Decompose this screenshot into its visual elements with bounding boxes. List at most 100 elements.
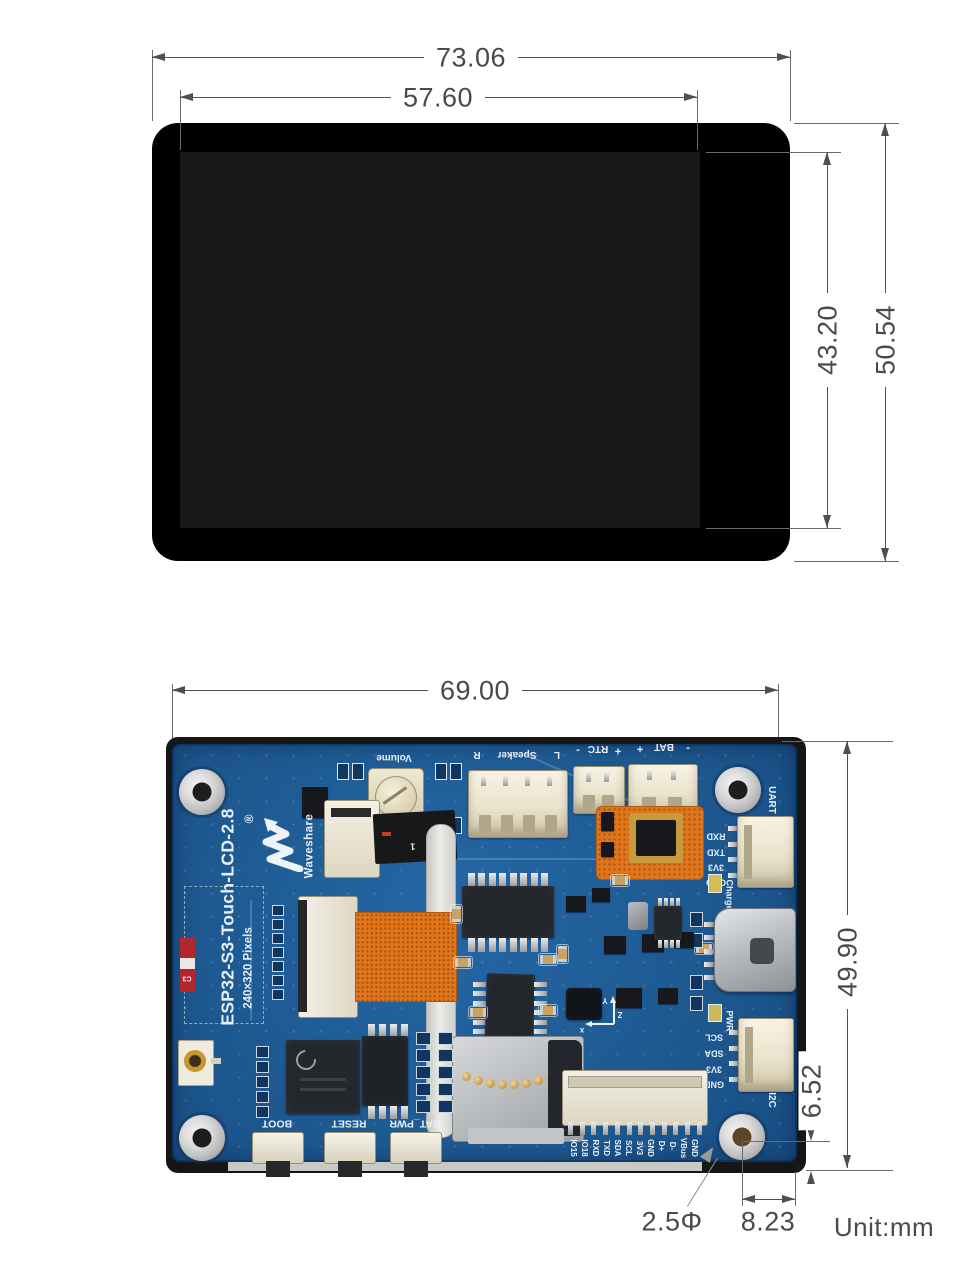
- resistor: [538, 953, 558, 966]
- arrowhead: [172, 686, 185, 694]
- volume-knob: [375, 776, 417, 818]
- sd-contact: [510, 1080, 519, 1089]
- uart-pin-3v3: 3V3: [707, 862, 725, 873]
- i2c-label: I2C: [766, 1092, 777, 1108]
- sd-contact: [462, 1072, 471, 1081]
- ffc-pin-label: VBus: [679, 1137, 688, 1159]
- ic-pins: [368, 1106, 408, 1119]
- arrowhead: [777, 53, 790, 61]
- arrowhead: [742, 1195, 755, 1203]
- antenna-keepout-outline: [184, 886, 264, 1024]
- rtc-label: RTC: [587, 743, 609, 754]
- axis-x-label: x: [579, 1026, 585, 1035]
- speaker-connector: [468, 770, 568, 838]
- ffc-pin-label: GND: [646, 1139, 655, 1157]
- uart-pin-txd: TXD: [707, 847, 725, 858]
- solder-pad: [256, 1046, 269, 1058]
- arrowhead: [684, 93, 697, 101]
- dim-line-hole-offset-h: [742, 1199, 795, 1200]
- extension-line: [742, 1140, 743, 1206]
- solder-pad: [272, 933, 284, 944]
- ffc-pin-label: IO15: [569, 1139, 578, 1157]
- sd-contact: [498, 1080, 507, 1089]
- mounting-hole-top-right: [715, 767, 761, 813]
- solder-pad: [438, 1100, 453, 1113]
- uart-connector: [737, 816, 794, 888]
- dim-board-height: 49.90: [833, 914, 863, 1010]
- solder-pad: [690, 975, 703, 990]
- jumper-pads: [337, 763, 364, 780]
- i2c-connector: [738, 1018, 794, 1092]
- esp32-s3-chip: [286, 1040, 360, 1114]
- solder-pad: [256, 1106, 269, 1118]
- charge-led: [708, 874, 722, 893]
- ic-pins: [658, 898, 680, 906]
- transistor: [616, 988, 642, 1008]
- dim-board-width: 69.00: [427, 677, 523, 705]
- bat-pwr-button: [390, 1132, 442, 1177]
- brand-text: Waveshare: [303, 813, 316, 879]
- solder-pad: [416, 1066, 431, 1079]
- extension-line: [172, 684, 173, 740]
- extension-line: [706, 528, 841, 529]
- audio-amp-ic: [462, 886, 554, 938]
- mounting-hole-top-left: [179, 769, 225, 815]
- touch-fpc-slot: [331, 808, 371, 817]
- waveshare-logo-icon: [258, 818, 304, 876]
- c3-designator: C3: [182, 974, 192, 982]
- solder-pad: [272, 989, 284, 1000]
- axis-y-label: Y: [602, 996, 608, 1005]
- dim-width-outer: 73.06: [423, 44, 519, 72]
- lcd-front-screen: [180, 152, 700, 528]
- extension-line: [152, 50, 153, 121]
- transistor: [604, 936, 626, 954]
- ufl-stub: [211, 1058, 221, 1064]
- extension-line: [697, 90, 698, 150]
- dim-height-outer: 50.54: [871, 292, 901, 388]
- arrowhead: [881, 123, 889, 136]
- arrowhead: [881, 548, 889, 561]
- solder-pad: [272, 919, 284, 930]
- ffc-pins: [568, 1122, 702, 1135]
- extension-line: [706, 152, 841, 153]
- boot-label: BOOT: [261, 1117, 293, 1130]
- axis-arrowhead: [610, 996, 616, 1003]
- solder-pad: [272, 905, 284, 916]
- bat-plus-label: +: [636, 742, 644, 755]
- arrowhead: [843, 1155, 851, 1168]
- arrowhead: [823, 515, 831, 528]
- uart-pin-rxd: RXD: [706, 831, 726, 842]
- qfn-chip: [636, 820, 676, 856]
- bat-minus-label: -: [686, 742, 690, 755]
- extension-line: [794, 123, 899, 124]
- solder-pad: [690, 912, 703, 927]
- unit-label: Unit:mm: [833, 1212, 935, 1242]
- solder-pad: [416, 1083, 431, 1096]
- dim-width-inner: 57.60: [390, 84, 486, 112]
- flex-component: [601, 842, 614, 857]
- speaker-label: Speaker: [497, 749, 537, 760]
- ic-pins: [368, 1024, 408, 1037]
- i2c-pin-sda: SDA: [704, 1048, 724, 1059]
- ic-pins: [658, 940, 680, 948]
- capacitor: [556, 944, 569, 964]
- solder-pad: [438, 1066, 453, 1079]
- extension-line: [790, 50, 791, 121]
- ffc-pin-label: D+: [657, 1140, 666, 1152]
- arrowhead: [152, 53, 165, 61]
- dim-hole-offset-h: 8.23: [740, 1206, 796, 1237]
- speaker-left-label: L: [553, 749, 561, 760]
- transistor: [566, 896, 586, 912]
- pwr-led: [708, 1004, 722, 1022]
- sd-contact: [486, 1079, 495, 1088]
- lcd-ffc-connector: [298, 896, 358, 1018]
- crystal: [628, 902, 648, 930]
- boot-button: [252, 1132, 304, 1177]
- dim-height-inner: 43.20: [813, 292, 843, 388]
- extension-line: [795, 1172, 796, 1206]
- bottom-ffc-latch: [568, 1076, 702, 1088]
- rtc-plus-label: +: [614, 744, 622, 757]
- lcd-flex-cable: [355, 912, 457, 1002]
- usb-pins: [704, 922, 714, 980]
- extension-line: [180, 90, 181, 150]
